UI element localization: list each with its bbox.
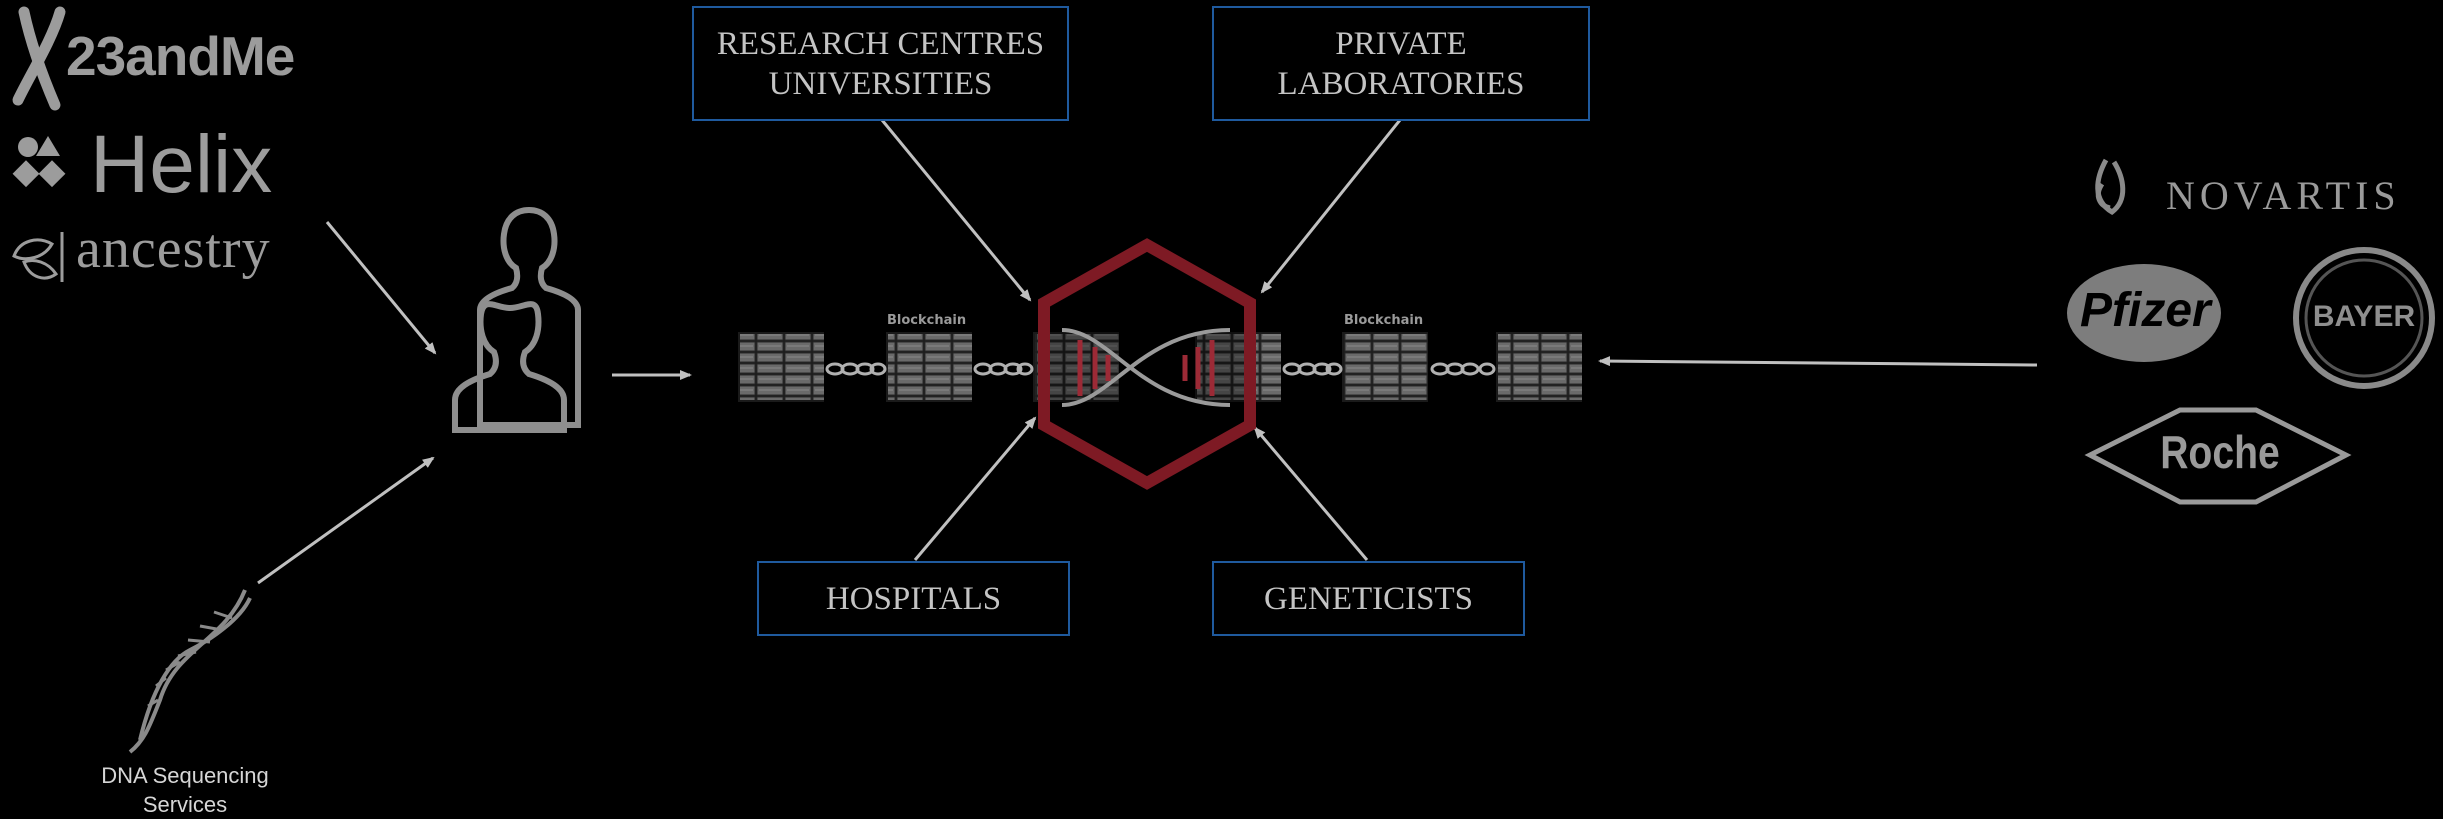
logo-bayer: BAYER (2312, 300, 2416, 333)
logo-pfizer: Pfizer (2080, 284, 2211, 337)
box-private-line1: PRIVATE (1335, 25, 1467, 62)
arrows (257, 119, 2038, 585)
logo-ancestry: ancestry (76, 218, 271, 280)
arrow-private-to-hex (1260, 119, 1402, 294)
dna-hexagon (1038, 238, 1256, 490)
chain-links (825, 362, 1496, 376)
box-research-line1: RESEARCH CENTRES (716, 25, 1045, 62)
box-hospitals-label: HOSPITALS (825, 580, 1002, 617)
box-hospitals: HOSPITALS (757, 561, 1070, 636)
arrow-consumer-to-users (325, 221, 437, 355)
blockchain-label-right: Blockchain (1344, 313, 1424, 328)
arrow-geneticists-to-hex (1253, 426, 1369, 561)
dna-label-line2: Services (142, 792, 228, 817)
block-2 (886, 332, 972, 402)
logo-novartis: NOVARTIS (2166, 173, 2401, 218)
arrow-dna-to-users (257, 456, 435, 585)
logo-ancestry-leaf (12, 232, 64, 282)
dna-sequencing-label: DNA Sequencing Services (80, 761, 290, 819)
blockchain (738, 332, 1582, 402)
novartis-flame-icon (2095, 158, 2126, 216)
box-geneticists-label: GENETICISTS (1264, 580, 1473, 617)
logo-helix-mark (12, 136, 66, 188)
box-private-line2: LABORATORIES (1277, 65, 1525, 102)
logo-23andme-mark (12, 6, 66, 111)
block-6 (1496, 332, 1582, 402)
bayer-cross-icon (2293, 247, 2435, 389)
box-research-line2: UNIVERSITIES (768, 65, 993, 102)
logo-helix: Helix (90, 119, 273, 210)
dna-sequencing-icon (128, 589, 252, 754)
roche-hexagon (2084, 407, 2352, 505)
block-1 (738, 332, 824, 402)
box-private-laboratories: PRIVATE LABORATORIES (1212, 6, 1590, 121)
blockchain-label-left: Blockchain (887, 313, 967, 328)
arrow-pharma-to-chain (1598, 356, 2038, 367)
box-research-centres: RESEARCH CENTRES UNIVERSITIES (692, 6, 1069, 121)
users-icon (452, 206, 581, 433)
block-5 (1342, 332, 1428, 402)
dna-helix-icon (1061, 328, 1231, 407)
dna-label-line1: DNA Sequencing (101, 763, 269, 788)
box-geneticists: GENETICISTS (1212, 561, 1525, 636)
pfizer-oval (2067, 264, 2221, 362)
arrow-hospitals-to-hex (913, 416, 1037, 561)
logo-23andme: 23andMe (66, 25, 295, 87)
arrow-research-to-hex (880, 119, 1032, 302)
logo-roche: Roche (2160, 426, 2280, 478)
